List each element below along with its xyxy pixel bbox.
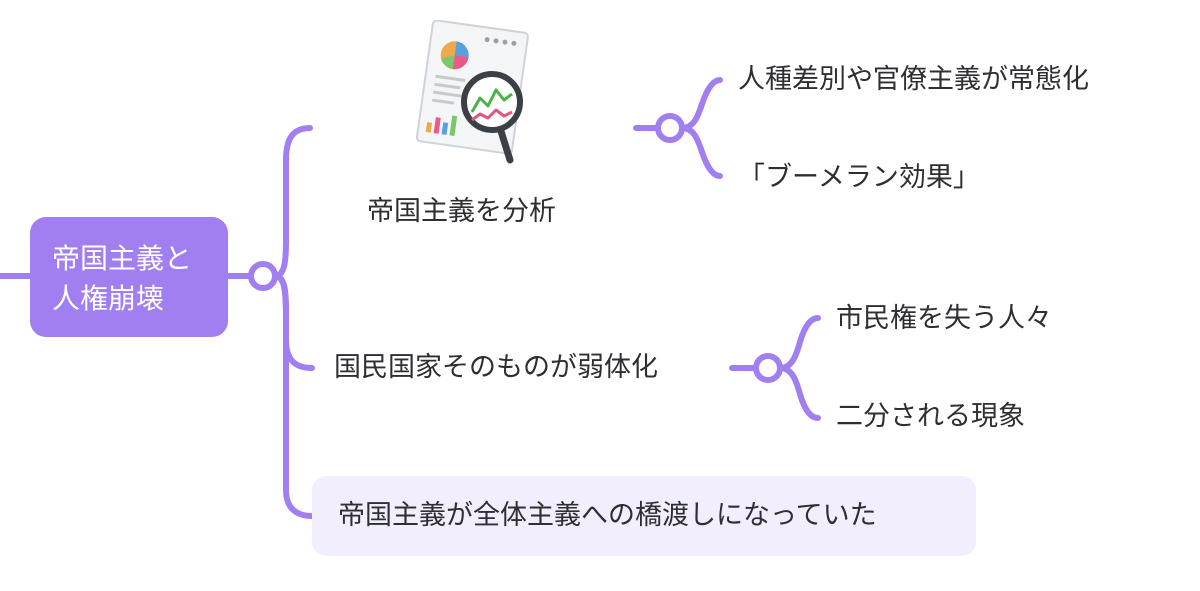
topic-analysis[interactable]: 帝国主義を分析 <box>367 196 556 227</box>
branch-line-analysis <box>272 125 313 279</box>
root-hub-node <box>248 261 278 291</box>
subtopic-boomerang-effect[interactable]: 「ブーメラン効果」 <box>738 162 980 193</box>
topic-nation-state[interactable]: 国民国家そのものが弱体化 <box>334 352 658 383</box>
subtopic-racism-bureaucracy[interactable]: 人種差別や官僚主義が常態化 <box>738 64 1089 95</box>
root-topic-line-1: 帝国主義と <box>52 242 193 275</box>
nation-state-child-line-1 <box>777 315 821 371</box>
nation-state-child-line-2 <box>777 365 821 421</box>
branch-line-nation-state <box>272 273 315 371</box>
subtopic-lose-citizenship[interactable]: 市民権を失う人々 <box>836 303 1052 334</box>
root-topic[interactable]: 帝国主義と 人権崩壊 <box>30 217 228 337</box>
branch-line-bridge <box>272 273 315 519</box>
analysis-child-line-2 <box>679 125 723 179</box>
nation-state-hub-node <box>753 353 783 383</box>
report-magnifier-icon <box>415 20 529 164</box>
analysis-hub-node <box>655 113 685 143</box>
topic-bridge-to-totalitarianism[interactable]: 帝国主義が全体主義への橋渡しになっていた <box>312 476 976 556</box>
analysis-child-line-1 <box>679 77 723 131</box>
subtopic-bifurcation[interactable]: 二分される現象 <box>836 401 1025 432</box>
root-topic-line-2: 人権崩壊 <box>52 282 165 315</box>
